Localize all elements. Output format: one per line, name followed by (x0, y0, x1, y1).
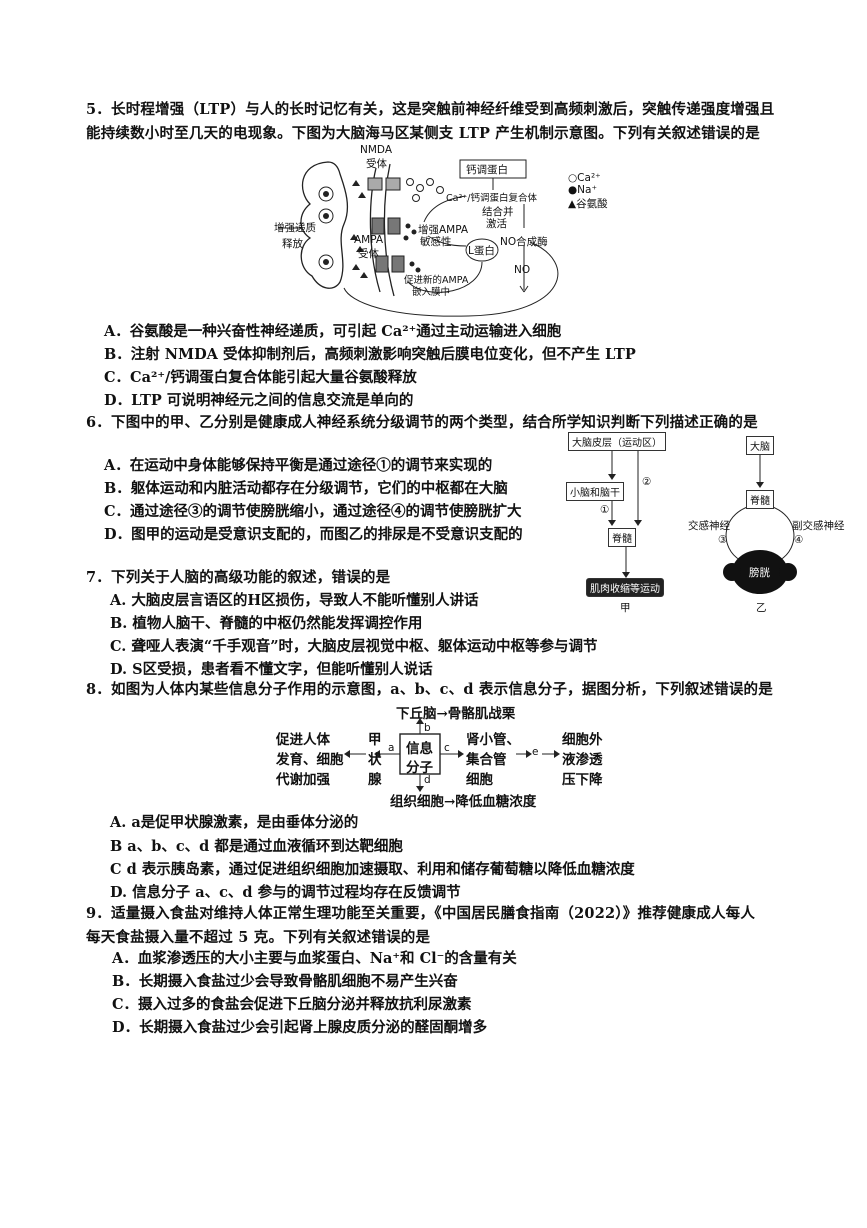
q8-diagram: 下丘脑→骨骼肌战栗 b 促进人体 发育、细胞 代谢加强 甲 状 腺 a 信息 分… (270, 700, 610, 810)
q9-option-d: D．长期摄入食盐过少会引起肾上腺皮质分泌的醛固酮增多 (112, 1019, 488, 1036)
q5-option-a: A．谷氨酸是一种兴奋性神经递质，可引起 Ca²⁺通过主动运输进入细胞 (104, 323, 562, 340)
q9-option-b: B．长期摄入食盐过少会导致骨骼肌细胞不易产生兴奋 (112, 973, 458, 990)
ltp-diagram-lines (278, 159, 559, 317)
q6-option-d: D．图甲的运动是受意识支配的，而图乙的排尿是不受意识支配的 (104, 526, 523, 543)
q5-stem-line1: 5．长时程增强（LTP）与人的长时记忆有关，这是突触前神经纤维受到高频刺激后，突… (86, 101, 775, 118)
q8-jia-1: 甲 (368, 732, 382, 748)
q7-stem: 7．下列关于人脑的高级功能的叙述，错误的是 (86, 569, 391, 586)
q5-option-d: D．LTP 可说明神经元之间的信息交流是单向的 (104, 392, 414, 409)
q6-stem: 6．下图中的甲、乙分别是健康成人神经系统分级调节的两个类型，结合所学知识判断下列… (86, 414, 758, 431)
complex-label: Ca²⁺/钙调蛋白复合体 (446, 193, 537, 204)
q8-option-d: D. 信息分子 a、c、d 参与的调节过程均存在反馈调节 (110, 884, 461, 901)
parasympathetic-label: 副交感神经 (792, 520, 845, 532)
q6-diagram-lines (608, 446, 797, 594)
bind-activate-label: 结合并 (482, 206, 514, 218)
q7-option-b: B. 植物人脑干、脊髓的中枢仍然能发挥调控作用 (110, 615, 423, 632)
q6-option-b: B．躯体运动和内脏活动都存在分级调节，它们的中枢都在大脑 (104, 480, 508, 497)
calmodulin-label: 钙调蛋白 (466, 164, 508, 176)
q8-right-3: 细胞 (466, 772, 493, 788)
q6-diagram: 大脑皮层（运动区） 小脑和脑干 脊髓 肌肉收缩等运动 ① ② 甲 大脑 脊髓 交… (560, 428, 860, 618)
enhance-release-label: 增强递质 (274, 222, 316, 234)
no-synthase-label: NO合成酶 (500, 236, 548, 248)
q8-left-1: 促进人体 (276, 732, 330, 748)
q8-label-b: b (424, 722, 431, 734)
q5-option-c: C．Ca²⁺/钙调蛋白复合体能引起大量谷氨酸释放 (104, 369, 417, 386)
q9-option-a: A．血浆渗透压的大小主要与血浆蛋白、Na⁺和 Cl⁻的含量有关 (112, 950, 517, 967)
enhance-release-label-2: 释放 (282, 238, 303, 250)
enhance-ampa-label: 增强AMPA (418, 224, 469, 236)
ampa-label: AMPA (354, 234, 384, 246)
box-cerebellum: 小脑和脑干 (566, 482, 624, 501)
q8-label-c: c (444, 742, 450, 754)
q5-stem-line2: 能持续数小时至几天的电现象。下图为大脑海马区某侧支 LTP 产生机制示意图。下列… (86, 125, 760, 142)
promote-ampa-label: 促进新的AMPA (404, 275, 469, 286)
l-protein-label: L蛋白 (468, 245, 495, 257)
q6-option-a: A．在运动中身体能够保持平衡是通过途径①的调节来实现的 (104, 457, 493, 474)
q8-option-c: C d 表示胰岛素，通过促进组织细胞加速摄取、利用和储存葡萄糖以降低血糖浓度 (110, 861, 635, 878)
q9-option-c: C．摄入过多的食盐会促进下丘脑分泌并释放抗利尿激素 (112, 996, 472, 1013)
legend-na-text: Na⁺ (577, 184, 598, 196)
legend-ca-text: Ca²⁺ (577, 172, 601, 184)
nmda-label: NMDA (360, 144, 392, 156)
nmda-label-2: 受体 (366, 158, 387, 170)
sympathetic-label: 交感神经 (688, 520, 730, 532)
legend-na: ●Na⁺ (568, 184, 598, 196)
no-label: NO (514, 264, 531, 276)
path-2: ② (642, 476, 652, 488)
bind-activate-label-2: 激活 (486, 218, 507, 230)
q9-stem-line2: 每天食盐摄入量不超过 5 克。下列有关叙述错误的是 (86, 929, 431, 946)
q8-far-1: 细胞外 (562, 732, 603, 748)
q8-stem: 8．如图为人体内某些信息分子作用的示意图，a、b、c、d 表示信息分子，据图分析… (86, 681, 773, 698)
q8-label-a: a (388, 742, 395, 754)
q8-center-1: 信息 (406, 741, 433, 757)
q7-option-c: C. 聋哑人表演“千手观音”时，大脑皮层视觉中枢、躯体运动中枢等参与调节 (110, 638, 598, 655)
box-brain: 大脑 (746, 436, 774, 455)
q8-left-2: 发育、细胞 (276, 752, 344, 768)
label-jia: 甲 (620, 602, 631, 614)
path-1: ① (600, 504, 610, 516)
q8-jia-3: 腺 (368, 772, 382, 788)
q8-top: 下丘脑→骨骼肌战栗 (396, 706, 516, 722)
q8-option-b: B a、b、c、d 都是通过血液循环到达靶细胞 (110, 838, 403, 855)
q7-option-d: D. S区受损，患者看不懂文字，但能听懂别人说话 (110, 661, 433, 678)
q7-option-a: A. 大脑皮层言语区的H区损伤，导致人不能听懂别人讲话 (110, 592, 479, 609)
q8-far-3: 压下降 (562, 772, 603, 788)
q8-left-3: 代谢加强 (276, 772, 330, 788)
q8-option-a: A. a是促甲状腺激素，是由垂体分泌的 (110, 814, 359, 831)
ltp-diagram: NMDA 受体 钙调蛋白 Ca²⁺/钙调蛋白复合体 结合并 激活 增强递质 释放… (268, 142, 618, 320)
legend-ca: ○Ca²⁺ (568, 172, 601, 184)
path-4: ④ (794, 534, 804, 546)
legend-glu: ▲谷氨酸 (568, 198, 608, 210)
q8-label-e: e (532, 746, 539, 758)
label-yi: 乙 (756, 602, 767, 614)
q6-option-c: C．通过途径③的调节使膀胱缩小，通过途径④的调节使膀胱扩大 (104, 503, 522, 520)
legend-glu-text: 谷氨酸 (576, 198, 608, 210)
ampa-label-2: 受体 (358, 248, 379, 260)
box-muscle: 肌肉收缩等运动 (586, 578, 664, 597)
box-spinal-a: 脊髓 (608, 528, 636, 547)
q8-right-1: 肾小管、 (466, 732, 520, 748)
q8-center-2: 分子 (406, 760, 433, 776)
box-cortex: 大脑皮层（运动区） (568, 432, 666, 451)
q8-diagram-lines (344, 718, 560, 792)
q8-far-2: 液渗透 (562, 752, 603, 768)
q8-label-d: d (424, 774, 431, 786)
path-3: ③ (718, 534, 728, 546)
q8-right-2: 集合管 (466, 752, 507, 768)
q8-jia-2: 状 (368, 752, 382, 768)
bladder-label: 膀胱 (749, 567, 770, 579)
q9-stem-line1: 9．适量摄入食盐对维持人体正常生理功能至关重要，《中国居民膳食指南（2022）》… (86, 905, 756, 922)
q8-bottom: 组织细胞→降低血糖浓度 (390, 794, 537, 810)
q5-option-b: B．注射 NMDA 受体抑制剂后，高频刺激影响突触后膜电位变化，但不产生 LTP (104, 346, 636, 363)
box-spinal-b: 脊髓 (746, 490, 774, 509)
enhance-ampa-label-2: 敏感性 (420, 236, 452, 248)
promote-ampa-label-2: 嵌入膜中 (412, 287, 451, 298)
